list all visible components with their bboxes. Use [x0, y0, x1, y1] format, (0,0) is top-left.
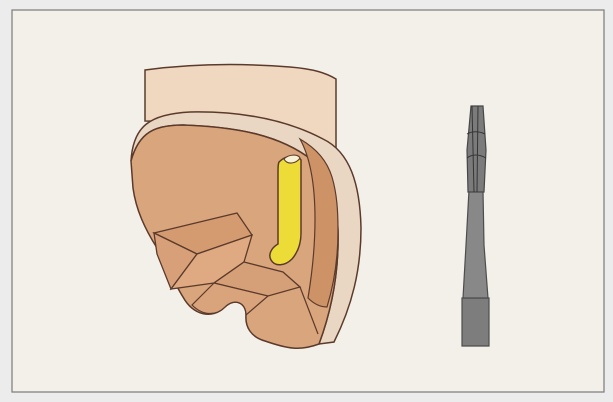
bur-head [467, 106, 486, 192]
bur-shank [462, 298, 489, 346]
